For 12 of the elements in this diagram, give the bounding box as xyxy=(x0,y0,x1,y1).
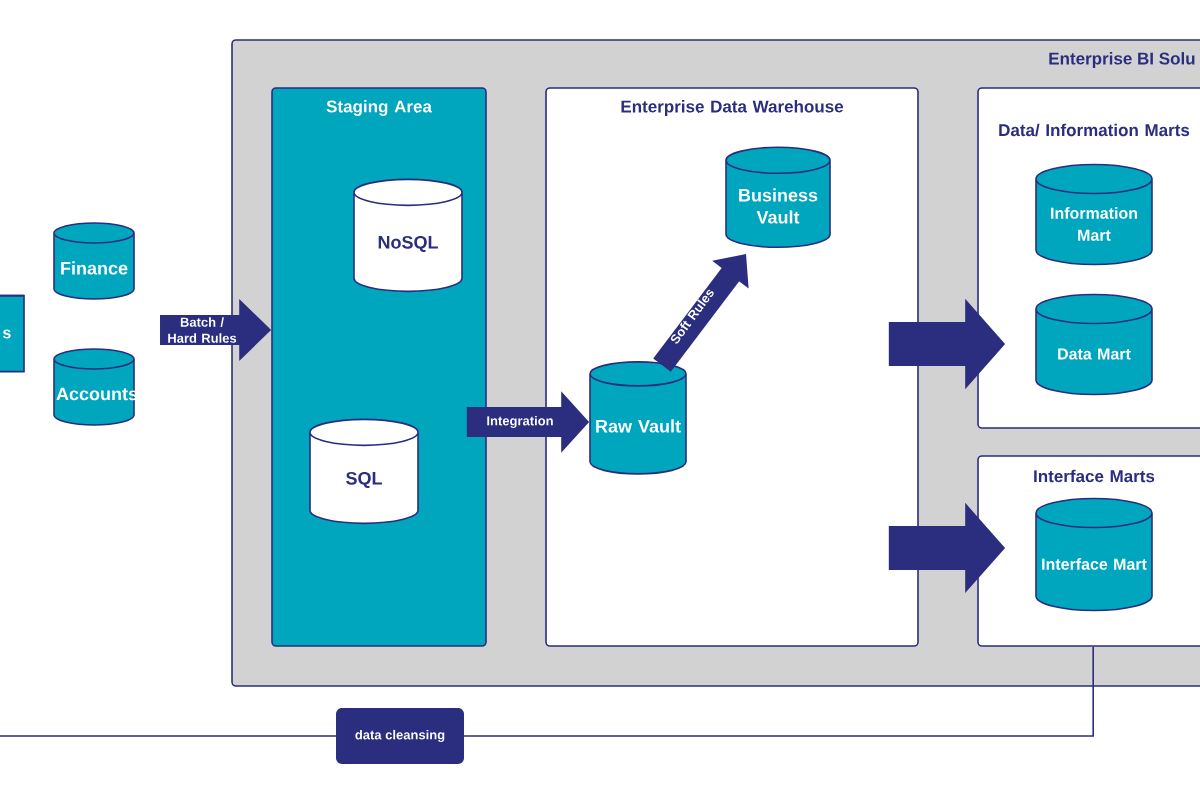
database-cylinder: Finance xyxy=(53,222,135,300)
database-cylinder: SQL xyxy=(309,418,419,525)
database-cylinder: Data Mart xyxy=(1035,293,1153,396)
database-cylinder: s xyxy=(0,294,25,373)
connector-line xyxy=(0,646,1094,737)
block-arrow xyxy=(653,254,749,372)
database-cylinder: Interface Mart xyxy=(1035,497,1153,612)
database-cylinder: NoSQL xyxy=(353,178,463,293)
database-cylinder: Business Vault xyxy=(725,146,831,249)
database-cylinder: Raw Vault xyxy=(589,361,687,475)
database-cylinder: Accounts xyxy=(53,348,138,426)
database-cylinder: Information Mart xyxy=(1035,163,1153,266)
